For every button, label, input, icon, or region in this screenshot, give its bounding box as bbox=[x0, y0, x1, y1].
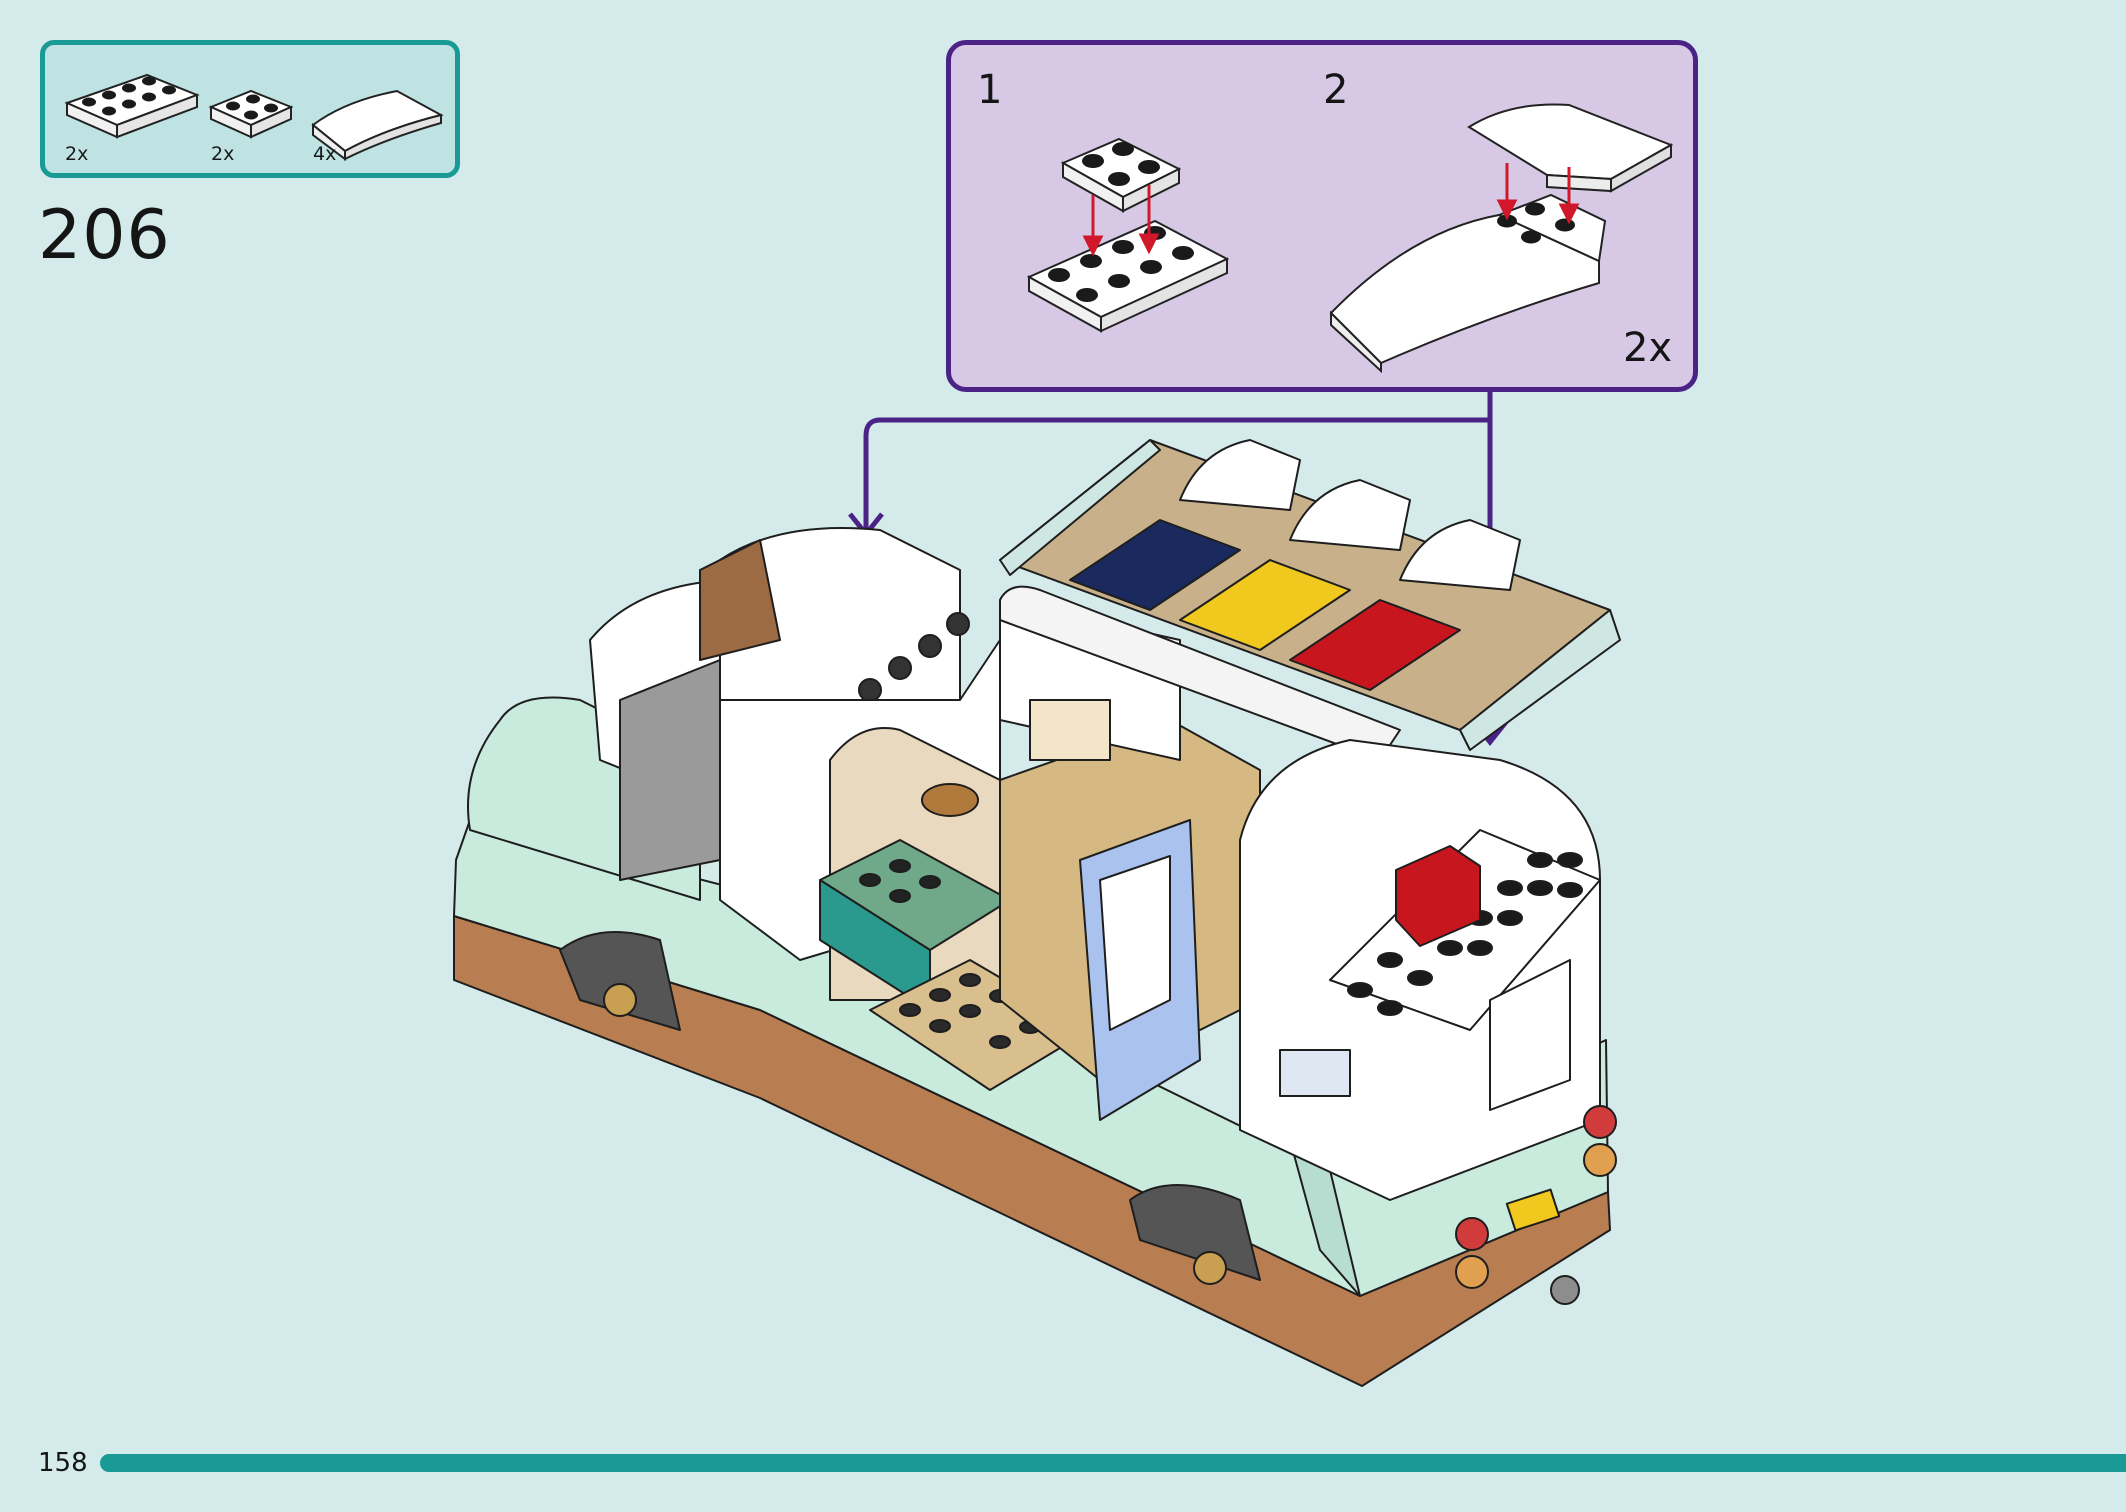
parts-list-box: 2x 2x 4x bbox=[40, 40, 460, 178]
parts-list-art bbox=[64, 73, 444, 161]
sub-step-1-illustration bbox=[1026, 137, 1230, 333]
part-qty: 2x bbox=[65, 143, 89, 165]
camper-van-model bbox=[453, 439, 1621, 1387]
sub-step-number: 2 bbox=[1323, 67, 1349, 113]
part-qty: 2x bbox=[211, 143, 235, 165]
page-number: 158 bbox=[38, 1448, 88, 1478]
part-qty: 4x bbox=[313, 143, 337, 165]
plate-2x4-icon bbox=[64, 73, 200, 139]
callout-art bbox=[1026, 103, 1674, 374]
sub-step-number: 1 bbox=[977, 67, 1003, 113]
page-progress-bar bbox=[100, 1454, 2126, 1472]
step-number: 206 bbox=[38, 196, 171, 275]
callout-multiplier: 2x bbox=[1623, 325, 1673, 371]
plate-2x2-icon bbox=[208, 89, 294, 139]
sub-assembly-callout: 1 2 2x bbox=[946, 40, 1698, 392]
curved-slope-icon bbox=[311, 89, 444, 161]
sub-step-2-illustration bbox=[1329, 103, 1674, 374]
